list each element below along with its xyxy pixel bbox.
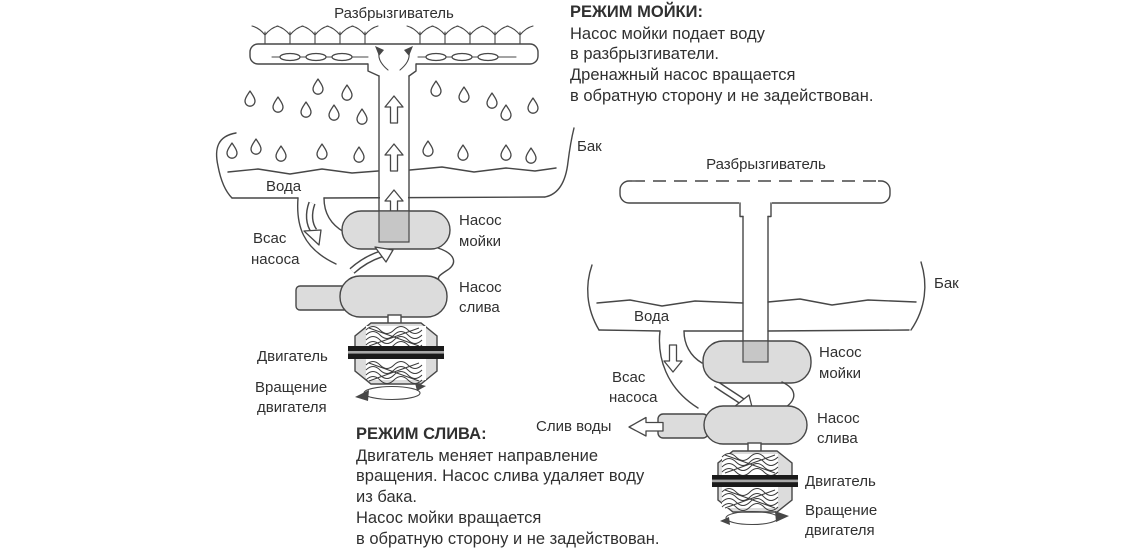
wash-mode-text-line: в разбрызгиватели. — [570, 45, 720, 64]
motor — [348, 314, 444, 385]
tank-label: Бак — [934, 275, 959, 292]
suction-flow-arrow — [663, 344, 683, 373]
rotation-label: Вращение — [255, 379, 327, 396]
drain-mode-text-line: Насос мойки вращается — [356, 508, 542, 527]
supply-tube — [378, 75, 410, 218]
spray-arm — [249, 43, 539, 77]
motor-label: Двигатель — [257, 348, 328, 365]
water-label: Вода — [634, 308, 670, 325]
interpump-flow-arrow — [349, 246, 394, 274]
suction-label: насоса — [251, 251, 300, 268]
drain-pump — [703, 405, 808, 445]
motor-label: Двигатель — [805, 473, 876, 490]
rotation-arrow — [720, 510, 789, 526]
drain-mode-text-line: в обратную сторону и не задействован. — [356, 529, 660, 548]
drain-pump-label: Насос — [817, 410, 860, 427]
drain-pump-label: слива — [459, 299, 500, 316]
wash-mode-title: РЕЖИМ МОЙКИ: — [570, 3, 703, 21]
drain-out-arrow — [628, 416, 664, 437]
wash-pump-label: Насос — [819, 344, 862, 361]
sprinkler-bar — [619, 179, 891, 218]
rotation-arrow — [355, 383, 426, 401]
drain-mode-title: РЕЖИМ СЛИВА: — [356, 425, 487, 443]
suction-label: насоса — [609, 389, 658, 406]
flow-split-arrows — [375, 46, 413, 71]
drain-pump-label: Насос — [459, 279, 502, 296]
motor — [712, 442, 798, 513]
drain-mode-text-line: Двигатель меняет направление — [356, 446, 599, 465]
tube-pump-junction — [742, 340, 769, 363]
rotation-label: двигателя — [805, 522, 875, 539]
tank-outline — [215, 127, 575, 199]
tank-outline — [587, 261, 926, 332]
suction-channel — [658, 330, 703, 409]
drain-pump-label: слива — [817, 430, 858, 447]
tube-pump-junction — [378, 210, 410, 243]
rotation-label: Вращение — [805, 502, 877, 519]
tank-label: Бак — [577, 138, 602, 155]
wash-pump-label: Насос — [459, 212, 502, 229]
pump-connector — [437, 247, 455, 281]
suction-label: Всас — [612, 369, 646, 386]
outlet-pipe — [657, 413, 709, 439]
wash-mode-text-line: в обратную сторону и не задействован. — [570, 86, 874, 105]
wash-mode-diagram: Разбрызгиватель Бак Вода Всас насоса Нас… — [215, 5, 602, 416]
sprinkler-label: Разбрызгиватель — [334, 5, 454, 22]
drain-pump — [339, 275, 448, 318]
drain-out-label: Слив воды — [536, 418, 611, 435]
suction-channel — [296, 197, 345, 265]
suction-label: Всас — [253, 230, 287, 247]
drain-mode-description: РЕЖИМ СЛИВА: Двигатель меняет направлени… — [356, 424, 659, 549]
wash-mode-description: РЕЖИМ МОЙКИ: Насос мойки подает воду в р… — [570, 2, 873, 107]
drain-mode-text-line: вращения. Насос слива удаляет воду — [356, 467, 645, 486]
supply-tube — [742, 215, 769, 346]
pump-connector — [781, 381, 795, 408]
sprinkler-label: Разбрызгиватель — [706, 156, 826, 173]
drain-mode-diagram: Разбрызгиватель Бак Вода Всас насоса Нас… — [536, 156, 959, 539]
drain-mode-text-line: из бака. — [356, 488, 417, 507]
suction-flow-arrow — [303, 201, 322, 246]
wash-mode-text-line: Дренажный насос вращается — [570, 66, 796, 85]
rotation-label: двигателя — [257, 399, 327, 416]
wash-pump-label: мойки — [819, 365, 861, 382]
wash-pump-label: мойки — [459, 233, 501, 250]
water-label: Вода — [266, 178, 302, 195]
wash-mode-text-line: Насос мойки подает воду — [570, 24, 765, 43]
spray-jets — [251, 25, 534, 45]
